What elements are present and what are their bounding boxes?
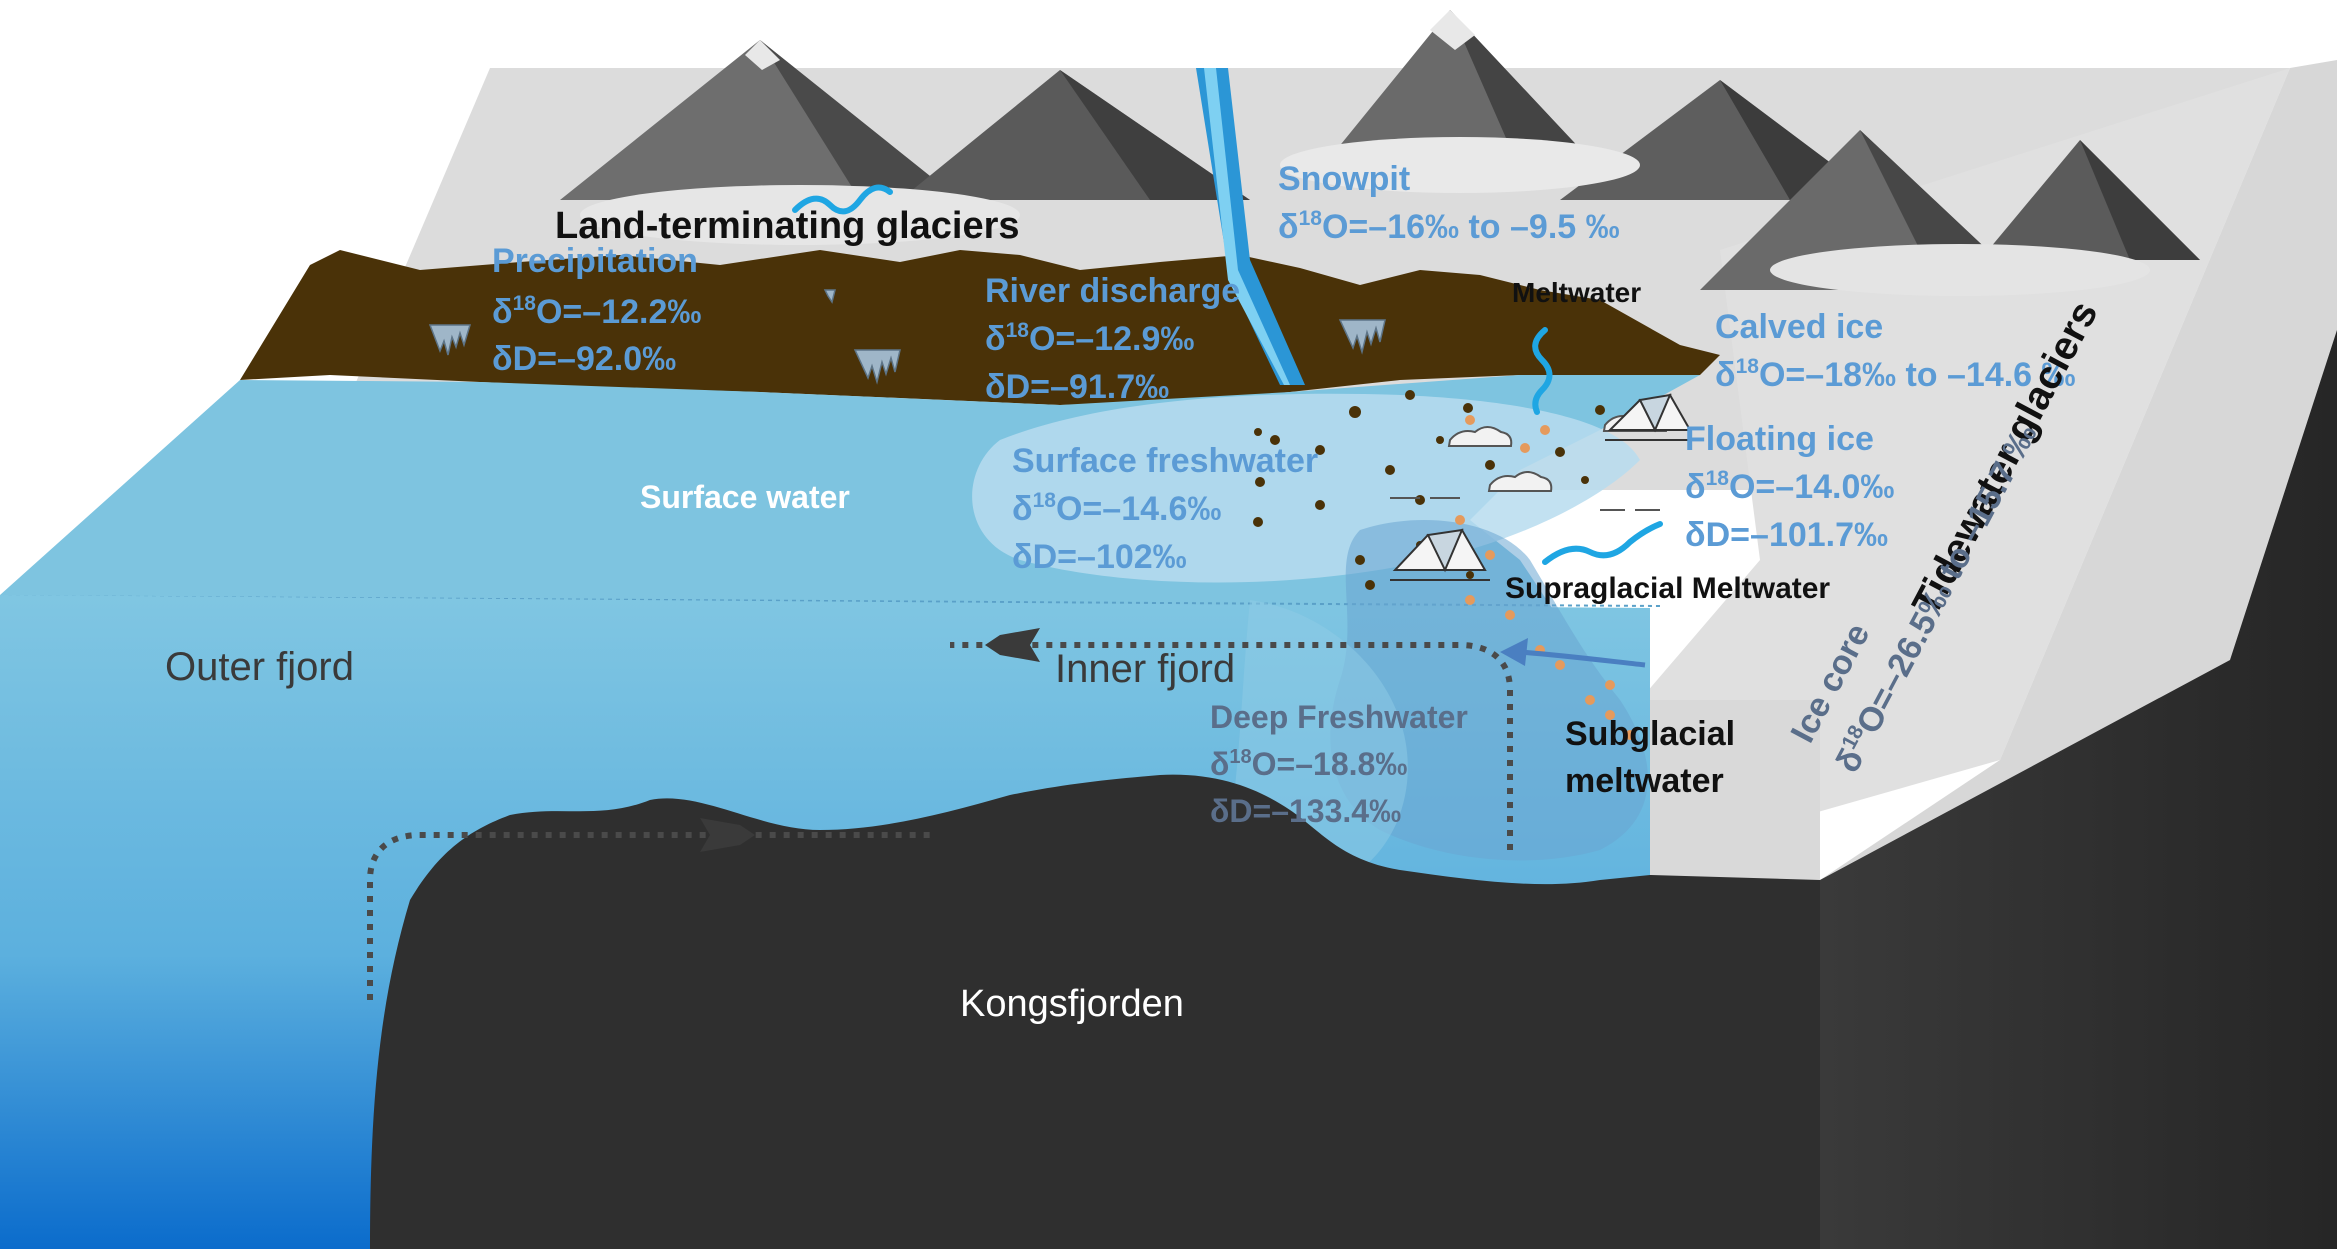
label-surface-water: Surface water (640, 479, 850, 515)
label-precipitation-d18o: δ18O=–12.2‰ (492, 292, 701, 331)
label-river-d18o: δ18O=–12.9‰ (985, 319, 1194, 358)
label-river-title: River discharge (985, 272, 1240, 310)
label-deep-freshwater-title: Deep Freshwater (1210, 699, 1468, 735)
label-subglacial-line1: Subglacial (1565, 715, 1735, 753)
label-kongsfjorden: Kongsfjorden (960, 983, 1184, 1025)
label-snowpit-d18o: δ18O=–16‰ to –9.5 ‰ (1278, 207, 1620, 246)
label-floating-ice-title: Floating ice (1685, 420, 1874, 458)
label-land-terminating: Land-terminating glaciers (555, 205, 1020, 247)
label-precipitation-title: Precipitation (492, 242, 698, 280)
label-precipitation-dd: δD=–92.0‰ (492, 340, 676, 378)
label-calved-ice-d18o: δ18O=–18‰ to –14.6 ‰ (1715, 355, 2076, 394)
front-ice-column (1650, 700, 1820, 880)
arrow-head-inner (985, 628, 1040, 662)
mountains (560, 10, 2200, 296)
label-deep-freshwater-d18o: δ18O=–18.8‰ (1210, 746, 1407, 782)
label-snowpit-title: Snowpit (1278, 160, 1410, 198)
label-deep-freshwater-dd: δD=–133.4‰ (1210, 793, 1401, 829)
label-meltwater: Meltwater (1512, 277, 1641, 308)
label-floating-ice-dd: δD=–101.7‰ (1685, 516, 1888, 554)
ice-floes (1390, 411, 1668, 581)
glacier-cliff-right (1820, 330, 2337, 1249)
subglacial-arrow (1500, 638, 1646, 668)
label-surface-freshwater-title: Surface freshwater (1012, 442, 1318, 480)
label-surface-freshwater-d18o: δ18O=–14.6‰ (1012, 489, 1221, 528)
label-river-dd: δD=–91.7‰ (985, 368, 1169, 406)
label-supraglacial: Supraglacial Meltwater (1505, 572, 1830, 605)
iceberg-icon-calved (1605, 393, 1695, 441)
label-calved-ice-title: Calved ice (1715, 308, 1883, 346)
meltwater-squiggle-icons (792, 184, 1663, 565)
seabed (370, 774, 1820, 1249)
deep-freshwater-plume (1330, 520, 1648, 861)
label-outer-fjord: Outer fjord (165, 645, 354, 689)
iceberg-icon-floating (1390, 528, 1490, 581)
arrow-head-outer (700, 818, 755, 852)
sediment-dots (1253, 390, 1635, 740)
label-floating-ice-d18o: δ18O=–14.0‰ (1685, 467, 1894, 506)
circulation-arrows (367, 642, 1513, 1000)
icicle-icons (428, 289, 1386, 385)
soil-band (240, 250, 1720, 405)
label-subglacial-line2: meltwater (1565, 762, 1724, 800)
label-surface-freshwater-dd: δD=–102‰ (1012, 538, 1187, 576)
label-inner-fjord: Inner fjord (1055, 647, 1235, 691)
